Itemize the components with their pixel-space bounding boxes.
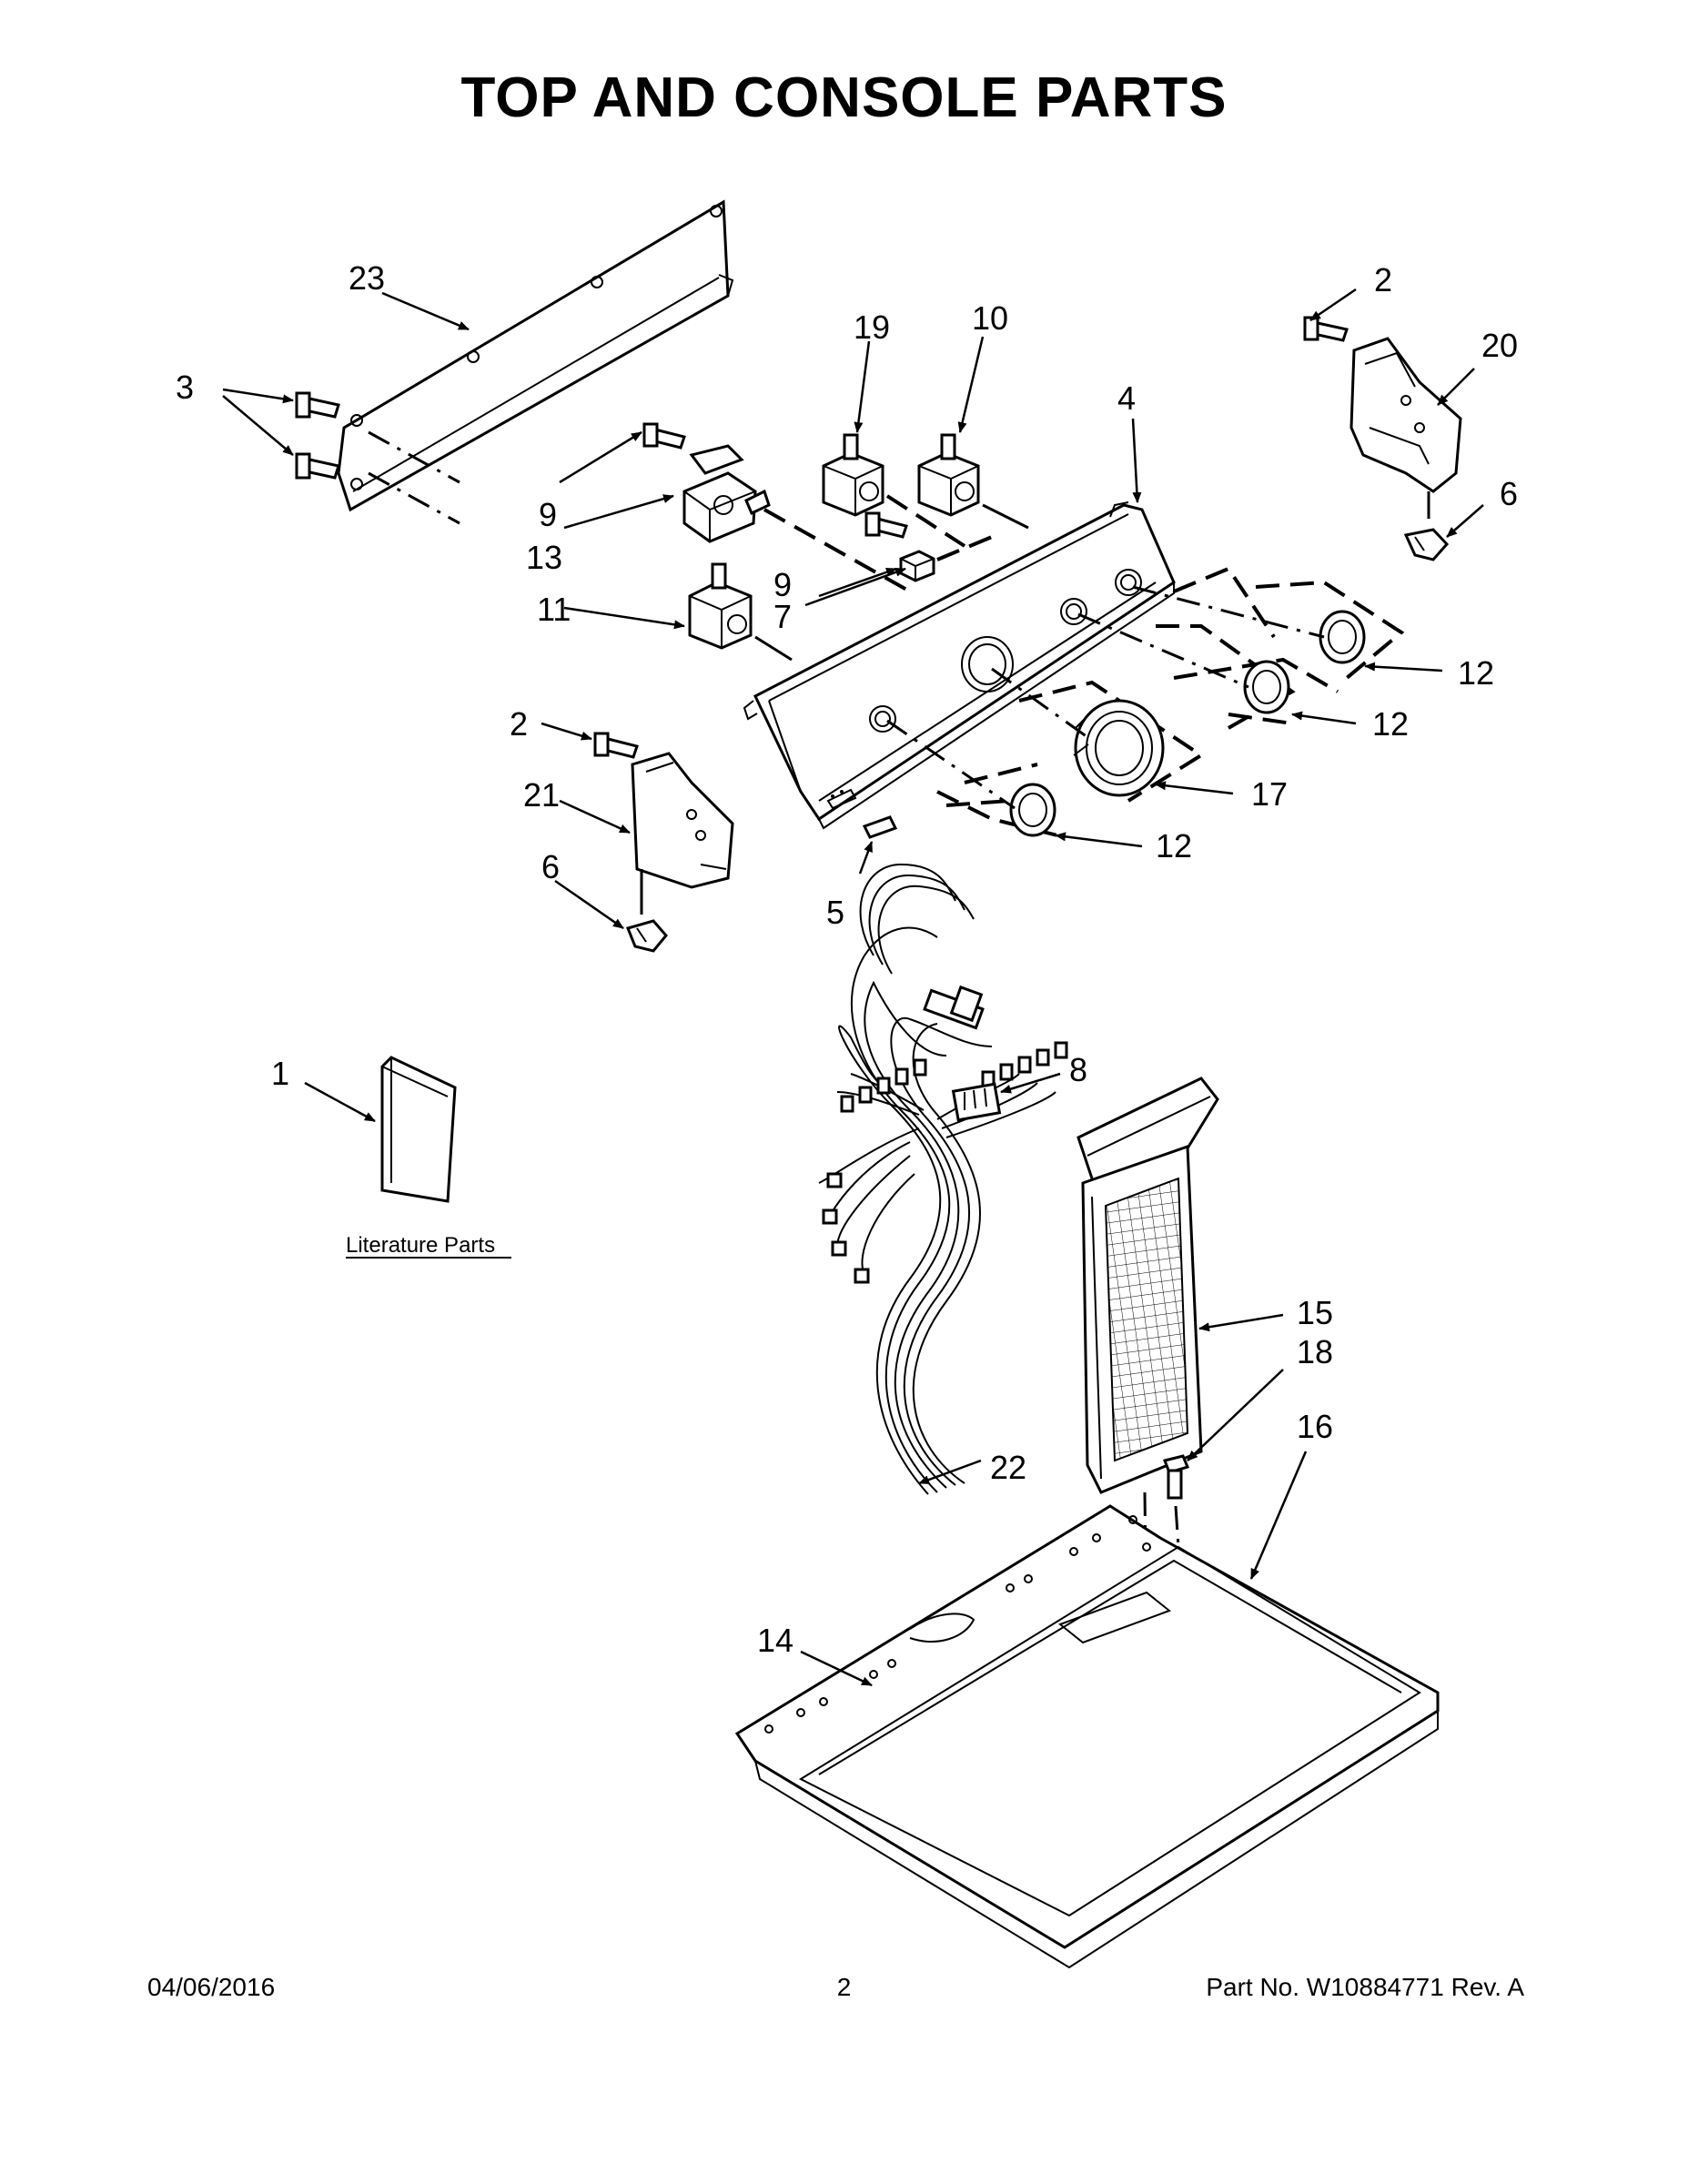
switch-part-19: [822, 433, 966, 548]
screw-part-9-upper: [642, 422, 686, 450]
callout-12-left: 12: [1156, 827, 1192, 864]
callout-18: 18: [1297, 1333, 1333, 1370]
callout-4: 4: [1117, 379, 1136, 417]
callout-16: 16: [1297, 1408, 1333, 1445]
switch-part-11: [688, 562, 793, 662]
callout-1: 1: [271, 1055, 289, 1092]
callout-21: 21: [523, 776, 560, 814]
indicator-part-7: [899, 535, 993, 582]
callout-20: 20: [1481, 327, 1518, 364]
connector-part-8: [951, 1082, 1002, 1122]
lint-screen-part-15: [1076, 1077, 1219, 1494]
knob-part-12-left: [886, 719, 1056, 837]
end-cap-part-21: [631, 752, 734, 915]
callout-2-right: 2: [1374, 261, 1392, 298]
knob-part-12-middle: [1077, 612, 1290, 714]
rear-console-panel-part-23: [337, 199, 734, 525]
callout-7: 7: [773, 598, 792, 635]
callout-6-left: 6: [541, 848, 560, 885]
literature-parts-label: Literature Parts: [346, 1233, 495, 1258]
callout-9-upper: 9: [539, 496, 557, 533]
callout-numbers: 23 3 2 20 6 19 10 4 9 13 9 7 11 2 21 6 5…: [176, 259, 1518, 1659]
knob-part-17-timer: [991, 667, 1165, 797]
callout-3: 3: [176, 369, 194, 406]
callout-8: 8: [1069, 1051, 1087, 1088]
callout-12-right: 12: [1458, 654, 1494, 692]
screw-part-3: [295, 391, 340, 480]
console-part-4: [743, 501, 1176, 830]
wire-harness-part-22: [818, 863, 1068, 1495]
callout-6-right: 6: [1500, 475, 1518, 512]
knob-part-12-right: [1132, 585, 1366, 664]
callout-22: 22: [990, 1449, 1026, 1486]
callout-14: 14: [757, 1622, 793, 1659]
callout-15: 15: [1297, 1294, 1333, 1331]
light-part-5: [862, 815, 898, 839]
callout-5: 5: [826, 894, 844, 931]
screw-part-9-lower: [864, 511, 908, 539]
clip-part-6-right: [1403, 528, 1450, 561]
callout-12-middle: 12: [1372, 705, 1409, 743]
switch-part-10: [917, 433, 1029, 530]
callout-13: 13: [526, 539, 562, 576]
footer-part-number: Part No. W10884771 Rev. A: [1206, 1973, 1524, 2001]
screw-part-2-left: [593, 732, 639, 759]
screw-part-2-right: [1303, 316, 1349, 342]
callout-23: 23: [349, 259, 385, 297]
literature-booklet-part-1: [380, 1056, 457, 1203]
page-title: TOP AND CONSOLE PARTS: [460, 66, 1228, 129]
callout-9-lower: 9: [773, 566, 792, 603]
callout-19: 19: [854, 308, 890, 346]
switch-part-13: [682, 444, 911, 593]
callout-2-left: 2: [510, 705, 528, 743]
leader-arrows: [222, 288, 1484, 1687]
top-panel-part-14: [734, 1504, 1440, 1969]
callout-10: 10: [972, 299, 1008, 337]
footer-date: 04/06/2016: [147, 1973, 276, 2001]
callout-11: 11: [537, 591, 571, 628]
clip-part-6-left: [625, 919, 668, 953]
footer-page-number: 2: [836, 1973, 852, 2001]
callout-17: 17: [1251, 775, 1288, 813]
end-cap-part-20: [1349, 337, 1462, 519]
screw-part-18: [1143, 1454, 1190, 1639]
